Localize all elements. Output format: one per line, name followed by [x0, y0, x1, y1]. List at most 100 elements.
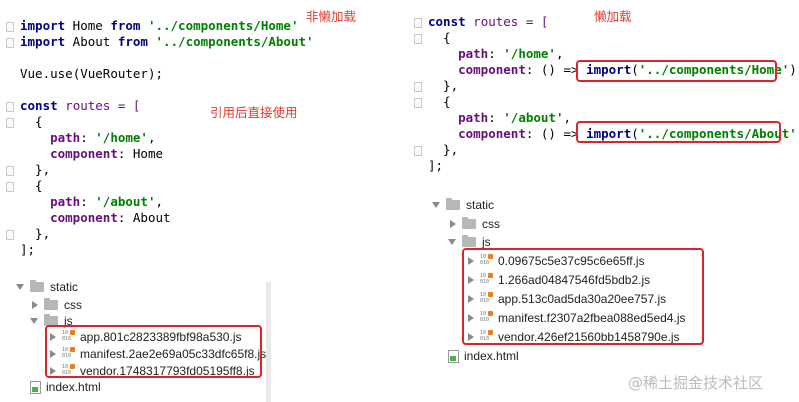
- code-line: component: Home: [20, 146, 163, 162]
- fold-marker-icon[interactable]: [6, 38, 14, 48]
- code-token: path: [50, 194, 81, 209]
- code-token: ];: [20, 242, 36, 257]
- tree-folder-js[interactable]: js: [448, 233, 491, 251]
- expand-icon[interactable]: [30, 318, 38, 324]
- fold-marker-icon[interactable]: [414, 34, 422, 44]
- fold-marker-icon[interactable]: [414, 98, 422, 108]
- code-line: const routes = [: [428, 14, 548, 30]
- fold-marker-icon[interactable]: [414, 82, 422, 92]
- collapse-icon[interactable]: [468, 295, 474, 303]
- expand-icon[interactable]: [432, 202, 440, 208]
- code-token: '../components/About': [638, 126, 797, 141]
- code-token: {: [20, 114, 43, 129]
- code-token: },: [20, 226, 51, 241]
- fold-marker-icon[interactable]: [6, 166, 14, 176]
- collapse-icon[interactable]: [50, 367, 56, 375]
- right-code-editor: const routes = [ { path: '/home', compon…: [414, 0, 799, 175]
- code-line: {: [20, 114, 43, 130]
- code-token: Vue.: [20, 66, 51, 81]
- left-tree-scrollbar[interactable]: [266, 282, 271, 402]
- code-line: },: [20, 162, 50, 178]
- file-label: vendor.426ef21560bb1458790e.js: [498, 330, 680, 344]
- code-line: component: () => import('../components/A…: [428, 126, 799, 142]
- tree-file-index[interactable]: index.html: [448, 347, 519, 365]
- home-import-highlight: [576, 60, 777, 82]
- non-lazy-load-label: 非懒加载: [306, 9, 357, 24]
- code-token: {: [20, 178, 43, 193]
- collapse-icon[interactable]: [50, 333, 56, 341]
- file-label: 0.09675c5e37c95c6e65ff.js: [498, 254, 645, 268]
- collapse-icon[interactable]: [450, 220, 456, 228]
- code-token: [20, 146, 50, 161]
- folder-label: css: [64, 298, 82, 312]
- code-token: '/home': [95, 130, 148, 145]
- code-token: :: [488, 46, 504, 61]
- file-label: manifest.f2307a2fbea088ed5ed4.js: [498, 311, 686, 325]
- tree-folder-static[interactable]: static: [16, 278, 78, 296]
- code-line: },: [20, 226, 50, 242]
- folder-icon: [44, 298, 58, 310]
- code-token: : () =>: [525, 62, 587, 77]
- collapse-icon[interactable]: [468, 276, 474, 284]
- file-label: vendor.1748317793fd05195ff8.js: [80, 364, 255, 378]
- collapse-icon[interactable]: [468, 257, 474, 265]
- collapse-icon[interactable]: [468, 314, 474, 322]
- direct-use-label: 引用后直接使用: [210, 105, 298, 120]
- folder-icon: [462, 217, 476, 229]
- code-line: },: [428, 78, 458, 94]
- code-token: path: [458, 110, 489, 125]
- code-token: (VueRouter);: [72, 66, 163, 81]
- tree-folder-css[interactable]: css: [448, 215, 500, 233]
- code-token: import: [20, 18, 66, 33]
- code-token: [428, 46, 458, 61]
- code-token: ,: [555, 46, 564, 61]
- file-label: 1.266ad04847546fd5bdb2.js: [498, 273, 651, 287]
- collapse-icon[interactable]: [468, 333, 474, 341]
- watermark: @稀土掘金技术社区: [628, 374, 764, 392]
- code-token: component: [458, 62, 526, 77]
- code-token: import: [20, 34, 66, 49]
- fold-marker-icon[interactable]: [414, 146, 422, 156]
- code-token: : About: [117, 210, 171, 225]
- fold-marker-icon[interactable]: [414, 18, 422, 28]
- tree-file-index[interactable]: index.html: [30, 378, 101, 396]
- folder-label: css: [482, 217, 500, 231]
- code-token: path: [458, 46, 489, 61]
- fold-marker-icon[interactable]: [6, 230, 14, 240]
- folder-label: js: [64, 314, 73, 328]
- tree-folder-static[interactable]: static: [432, 196, 494, 214]
- fold-marker-icon[interactable]: [6, 182, 14, 192]
- code-line: path: '/about',: [20, 194, 163, 210]
- tree-folder-js[interactable]: js: [30, 312, 73, 330]
- expand-icon[interactable]: [16, 284, 24, 290]
- expand-icon[interactable]: [448, 239, 456, 245]
- fold-marker-icon[interactable]: [6, 118, 14, 128]
- code-token: ): [797, 126, 799, 141]
- code-token: [428, 126, 458, 141]
- code-token: from: [110, 18, 141, 33]
- code-token: ,: [563, 110, 572, 125]
- tree-folder-css[interactable]: css: [30, 296, 82, 314]
- collapse-icon[interactable]: [50, 350, 56, 358]
- code-token: ,: [155, 194, 164, 209]
- code-line: ];: [20, 242, 35, 258]
- code-token: const: [20, 98, 58, 113]
- code-token: : () =>: [525, 126, 587, 141]
- code-token: :: [80, 194, 96, 209]
- fold-marker-icon[interactable]: [6, 22, 14, 32]
- fold-marker-icon[interactable]: [6, 102, 14, 112]
- code-line: const routes = [: [20, 98, 140, 114]
- folder-label: js: [482, 235, 491, 249]
- collapse-icon[interactable]: [32, 301, 38, 309]
- code-token: routes = [: [465, 14, 549, 29]
